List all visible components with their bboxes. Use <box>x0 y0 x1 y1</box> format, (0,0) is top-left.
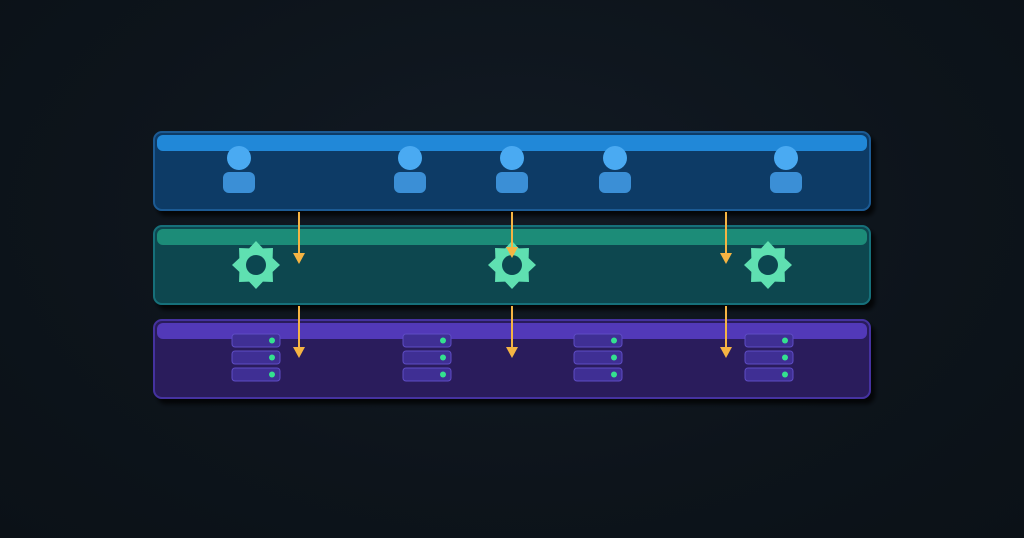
server-unit <box>573 350 623 365</box>
arrow-head <box>720 253 732 264</box>
gear-icon-hole <box>502 255 522 275</box>
server-unit <box>231 350 281 365</box>
server-led <box>269 354 275 361</box>
user-icon-body <box>496 172 528 193</box>
server-unit <box>744 367 794 382</box>
arrow-head <box>506 347 518 358</box>
arrow-users-to-services <box>293 212 305 264</box>
server-unit <box>744 333 794 348</box>
arrow-head <box>293 347 305 358</box>
server-led <box>782 371 788 378</box>
server-icon <box>402 333 452 382</box>
arrow-head <box>720 347 732 358</box>
user-icon-group <box>223 146 802 193</box>
flow-arrows <box>293 212 732 358</box>
server-icon-group <box>231 333 794 382</box>
user-icon <box>223 146 255 193</box>
arrow-head <box>293 253 305 264</box>
server-icon <box>573 333 623 382</box>
gear-icon-hole <box>246 255 266 275</box>
user-icon-head <box>500 146 524 170</box>
gear-icon <box>488 241 536 289</box>
arrow-services-to-data <box>720 306 732 358</box>
server-unit <box>231 333 281 348</box>
server-led <box>611 371 617 378</box>
arrow-head <box>506 247 518 258</box>
arrow-users-to-services <box>506 212 518 258</box>
server-led <box>440 371 446 378</box>
server-led <box>440 337 446 344</box>
user-icon-body <box>394 172 426 193</box>
server-led <box>611 337 617 344</box>
user-icon-head <box>227 146 251 170</box>
server-led <box>269 371 275 378</box>
user-icon-head <box>398 146 422 170</box>
user-icon-body <box>599 172 631 193</box>
gear-icon <box>232 241 280 289</box>
user-icon-body <box>223 172 255 193</box>
server-unit <box>231 367 281 382</box>
gear-icon-hole <box>758 255 778 275</box>
data-layer <box>153 319 871 399</box>
user-icon <box>394 146 426 193</box>
user-icon-head <box>774 146 798 170</box>
arrow-services-to-data <box>293 306 305 358</box>
arrow-users-to-services <box>720 212 732 264</box>
server-led <box>782 354 788 361</box>
server-unit <box>573 367 623 382</box>
gear-icon <box>744 241 792 289</box>
server-led <box>269 337 275 344</box>
server-led <box>440 354 446 361</box>
server-unit <box>402 333 452 348</box>
user-icon <box>770 146 802 193</box>
user-icon <box>599 146 631 193</box>
user-icon <box>496 146 528 193</box>
server-unit <box>573 333 623 348</box>
gear-icon-group <box>232 241 792 289</box>
user-layer-header <box>157 135 867 151</box>
server-unit <box>402 350 452 365</box>
server-unit <box>744 350 794 365</box>
server-led <box>782 337 788 344</box>
server-icon <box>231 333 281 382</box>
user-layer-band <box>153 131 871 211</box>
server-icon <box>744 333 794 382</box>
server-led <box>611 354 617 361</box>
user-icon-head <box>603 146 627 170</box>
server-unit <box>402 367 452 382</box>
user-layer <box>153 131 871 211</box>
user-icon-body <box>770 172 802 193</box>
arrow-services-to-data <box>506 306 518 358</box>
